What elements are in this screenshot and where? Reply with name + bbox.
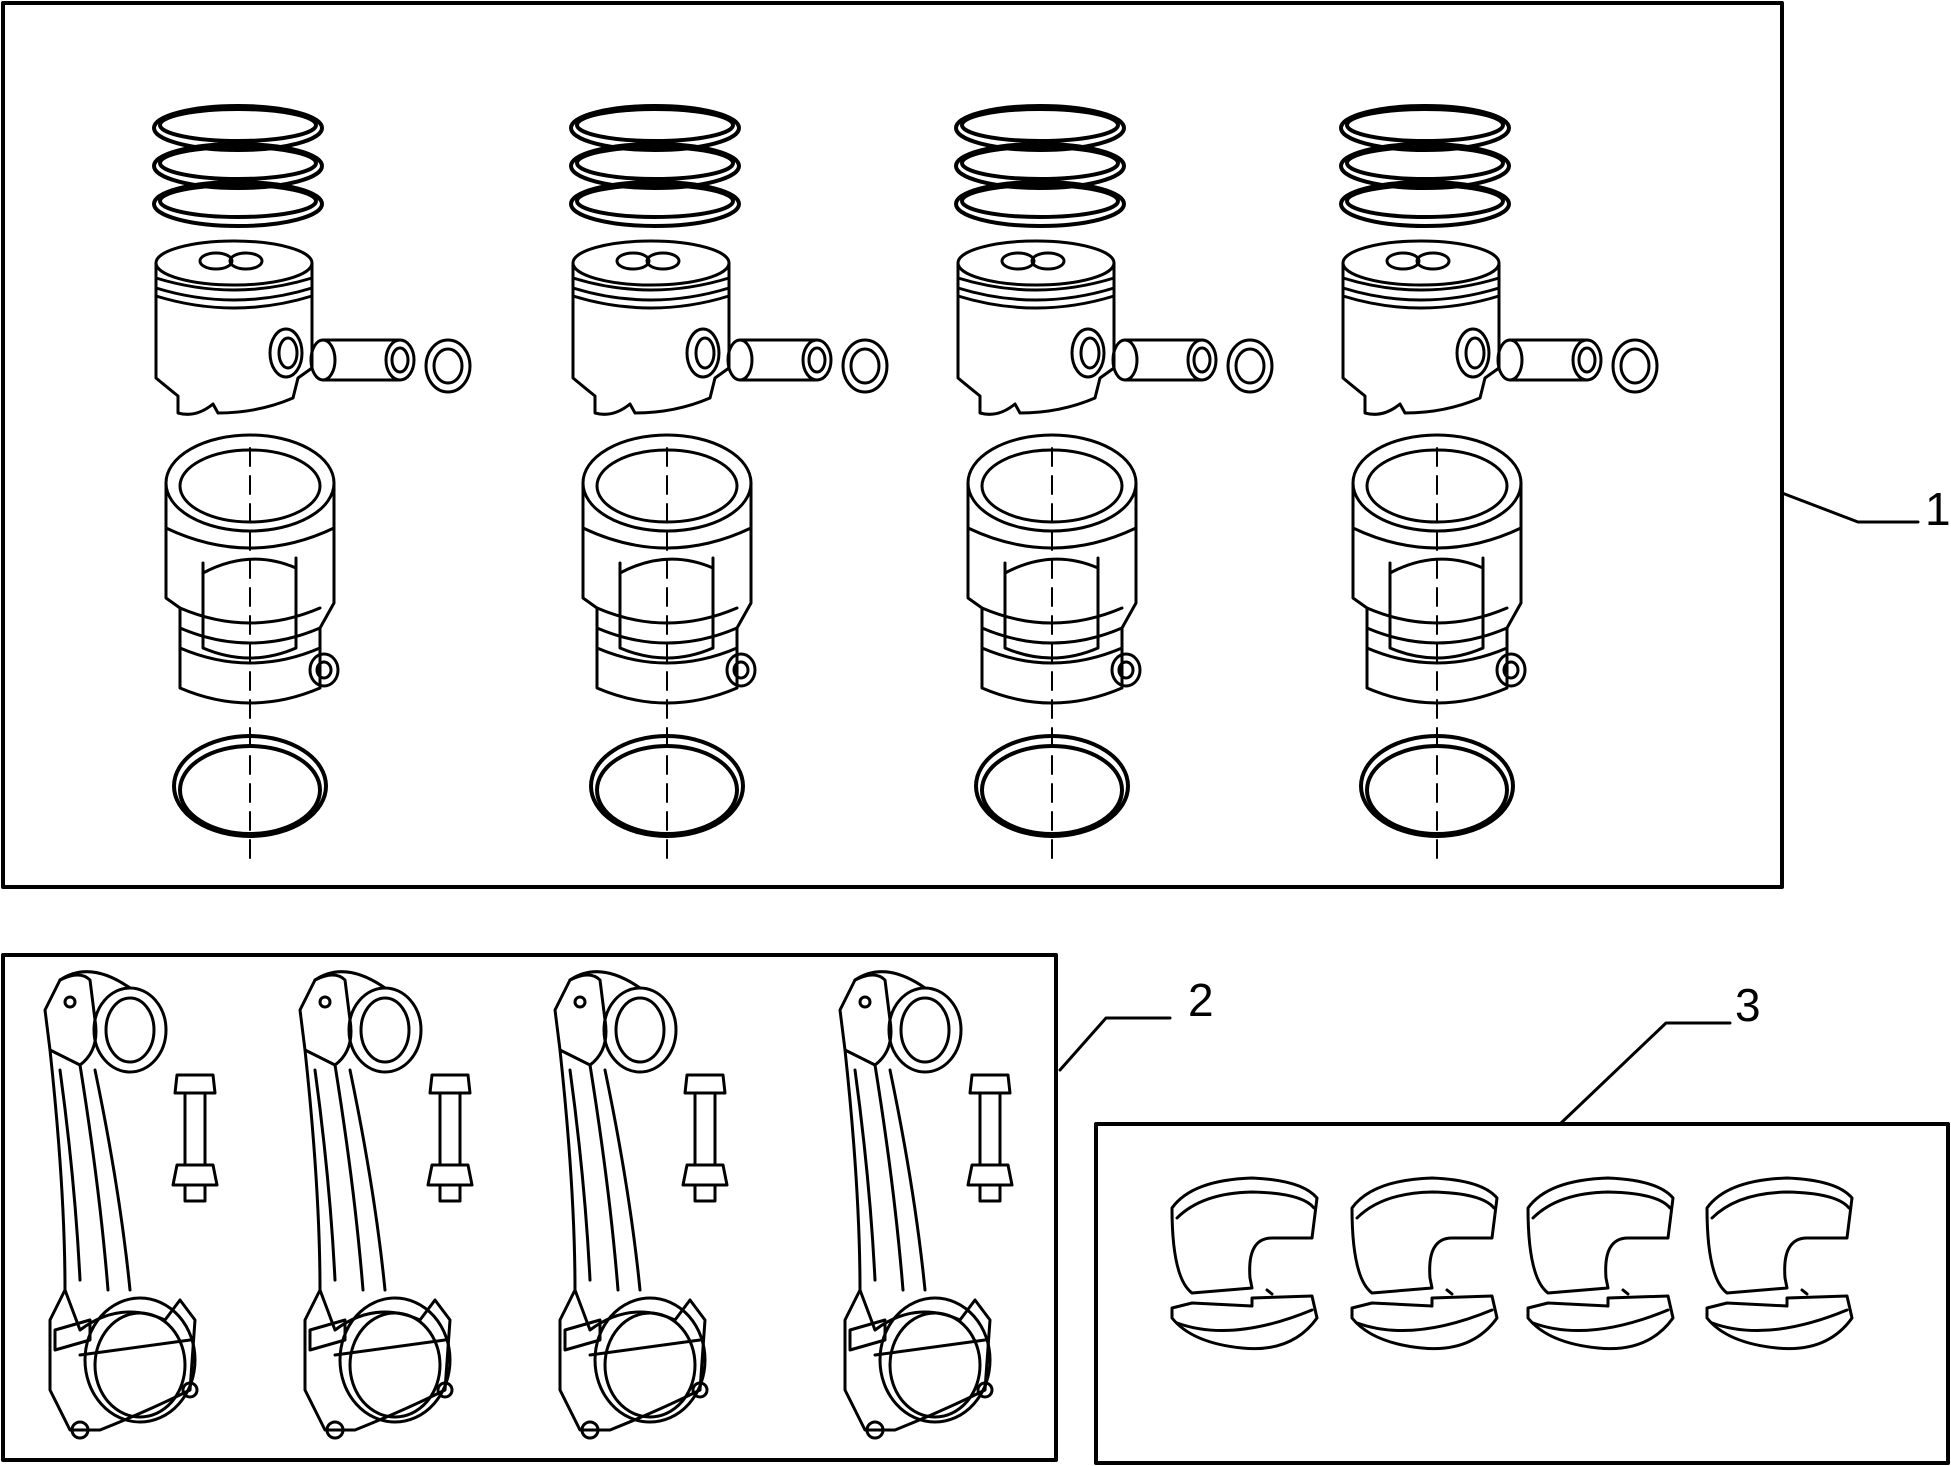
callout-label-2: 2 — [1188, 974, 1214, 1026]
piston-kit-frame — [1, 1, 1784, 889]
leader-line-2 — [1058, 1016, 1172, 1072]
conrod-set-2 — [298, 970, 474, 1440]
bearing-set-1 — [1170, 1176, 1319, 1351]
bearing-kit-frame — [1094, 1122, 1950, 1465]
piston-set-2 — [569, 104, 889, 870]
conrod-set-4 — [838, 970, 1014, 1440]
piston-set-1 — [152, 104, 472, 870]
bearing-set-2 — [1350, 1176, 1499, 1351]
conrod-set-3 — [553, 970, 729, 1440]
callout-label-3: 3 — [1735, 979, 1761, 1031]
piston-set-4 — [1339, 104, 1659, 870]
leader-line-3 — [1558, 1021, 1732, 1126]
bearing-set-4 — [1705, 1176, 1854, 1351]
leader-line-1 — [1780, 491, 1920, 524]
conrod-kit-frame — [1, 953, 1058, 1462]
bearing-set-3 — [1526, 1176, 1675, 1351]
piston-set-3 — [954, 104, 1274, 870]
conrod-set-1 — [43, 970, 219, 1440]
callout-label-1: 1 — [1925, 483, 1951, 535]
